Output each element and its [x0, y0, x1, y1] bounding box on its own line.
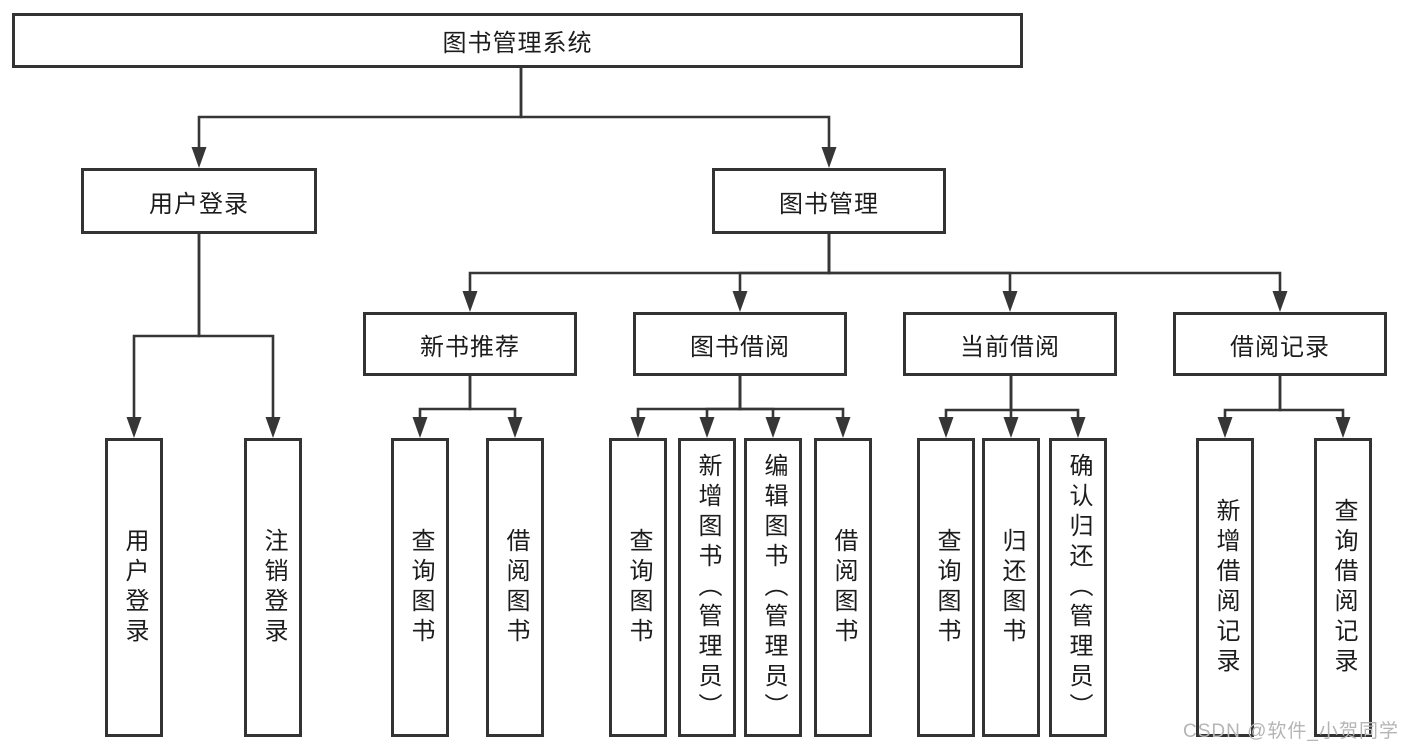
node-leaf-user-login: 用户登录 — [105, 438, 163, 737]
edge-line — [519, 68, 831, 152]
node-leaf-query-book-3: 查询图书 — [917, 438, 975, 737]
node-borrow-record: 借阅记录 — [1173, 312, 1387, 376]
node-leaf-borrow-book-1: 借阅图书 — [486, 438, 544, 737]
node-leaf-logout: 注销登录 — [244, 438, 302, 737]
node-leaf-edit-book: 编辑图书（管理员） — [744, 438, 802, 737]
node-label: 归还图书 — [998, 527, 1025, 648]
node-label: 新增借阅记录 — [1212, 497, 1239, 678]
node-label: 借阅图书 — [830, 527, 857, 648]
edge-arrowhead — [265, 417, 281, 438]
node-label: 新书推荐 — [420, 333, 520, 361]
node-leaf-query-book-1: 查询图书 — [391, 438, 449, 737]
edge-line — [468, 376, 517, 422]
edge-arrowhead — [1070, 417, 1086, 438]
node-leaf-confirm-return: 确认归还（管理员） — [1049, 438, 1107, 737]
edge-arrowhead — [462, 291, 478, 312]
edge-arrowhead — [507, 417, 523, 438]
node-leaf-add-record: 新增借阅记录 — [1196, 438, 1254, 737]
edge-line — [1009, 376, 1080, 422]
edge-line — [1278, 376, 1345, 422]
node-book-mgmt: 图书管理 — [712, 168, 946, 234]
edge-arrowhead — [732, 291, 748, 312]
node-label: 查询借阅记录 — [1330, 497, 1357, 678]
edge-arrowhead — [699, 417, 715, 438]
node-label: 图书借阅 — [690, 333, 790, 361]
edge-arrowhead — [126, 417, 142, 438]
node-label: 查询图书 — [933, 527, 960, 648]
edge-arrowhead — [1217, 417, 1233, 438]
edge-arrowhead — [630, 417, 646, 438]
node-label: 编辑图书（管理员） — [760, 452, 787, 723]
edge-arrowhead — [412, 417, 428, 438]
edge-arrowhead — [1003, 417, 1019, 438]
node-label: 查询图书 — [407, 527, 434, 648]
edge-arrowhead — [821, 147, 837, 168]
node-leaf-borrow-book-2: 借阅图书 — [814, 438, 872, 737]
edge-arrowhead — [191, 147, 207, 168]
edge-arrowhead — [1335, 417, 1351, 438]
node-label: 当前借阅 — [960, 333, 1060, 361]
edge-line — [738, 376, 845, 422]
node-root: 图书管理系统 — [12, 13, 1023, 68]
node-book-borrow: 图书借阅 — [633, 312, 847, 376]
edge-line — [197, 234, 275, 422]
node-label: 用户登录 — [121, 527, 148, 648]
node-label: 用户登录 — [149, 190, 249, 218]
node-leaf-query-book-2: 查询图书 — [609, 438, 667, 737]
edge-arrowhead — [1002, 291, 1018, 312]
node-user-login: 用户登录 — [81, 168, 317, 234]
node-current-borrow: 当前借阅 — [903, 312, 1117, 376]
node-label: 图书管理系统 — [442, 30, 593, 57]
node-label: 确认归还（管理员） — [1065, 452, 1092, 723]
edge-arrowhead — [1272, 291, 1288, 312]
node-label: 注销登录 — [260, 527, 287, 648]
edge-arrowhead — [938, 417, 954, 438]
node-leaf-return-book: 归还图书 — [982, 438, 1040, 737]
node-label: 图书管理 — [779, 190, 879, 218]
node-label: 新增图书（管理员） — [694, 452, 721, 723]
edge-arrowhead — [835, 417, 851, 438]
node-label: 借阅记录 — [1230, 333, 1330, 361]
node-label: 查询图书 — [625, 527, 652, 648]
node-new-book-rec: 新书推荐 — [363, 312, 577, 376]
node-leaf-add-book: 新增图书（管理员） — [678, 438, 736, 737]
edge-line — [827, 234, 1282, 296]
node-label: 借阅图书 — [502, 527, 529, 648]
node-leaf-query-record: 查询借阅记录 — [1314, 438, 1372, 737]
edge-arrowhead — [765, 417, 781, 438]
